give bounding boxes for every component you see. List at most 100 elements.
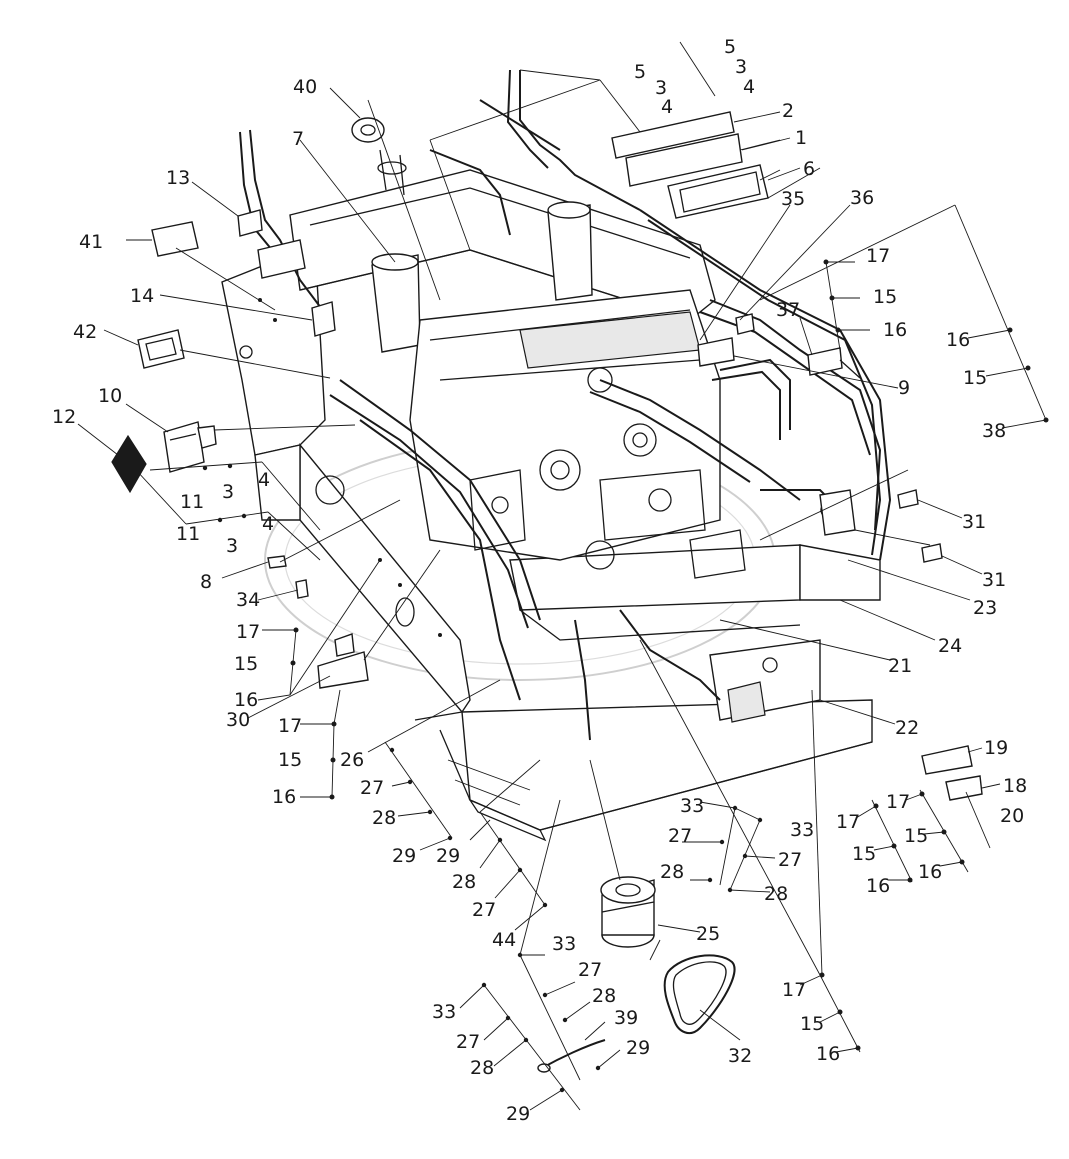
washer-part [351,117,385,143]
callout-41: 41 [79,231,103,253]
callout-24: 24 [938,635,962,657]
callout-16d: 16 [272,786,296,808]
callout-3c: 3 [222,481,234,503]
callout-16c: 16 [234,689,258,711]
callout-12: 12 [52,406,76,428]
callout-31a: 31 [962,511,986,533]
callout-23: 23 [973,597,997,619]
callout-4c: 4 [258,469,270,491]
callout-3: 3 [655,77,667,99]
callouts: 40 7 5 3 4 5 3 4 2 1 6 13 41 35 36 17 15… [52,36,1027,1125]
callout-14: 14 [130,285,154,307]
hoses [239,69,882,741]
callout-28e: 28 [592,985,616,1007]
cable-part [541,1039,606,1069]
callout-4: 4 [661,96,673,118]
callout-15e: 15 [852,843,876,865]
callout-27c: 27 [668,825,692,847]
callout-16b: 16 [946,329,970,351]
callout-28a: 28 [372,807,396,829]
callout-31b: 31 [982,569,1006,591]
callout-4b: 4 [743,76,755,98]
callout-4d: 4 [262,513,274,535]
callout-17a: 17 [866,245,890,267]
callout-10: 10 [98,385,122,407]
callout-42: 42 [73,321,97,343]
engine-mounts [371,149,593,353]
components [237,209,983,801]
callout-15f: 15 [904,825,928,847]
detached-parts [111,111,769,1073]
callout-16a: 16 [883,319,907,341]
callout-11a: 11 [180,491,204,513]
callout-18: 18 [1003,775,1027,797]
callout-7: 7 [292,128,304,150]
belt-part [663,954,736,1035]
callout-27b: 27 [472,899,496,921]
filter-element-part [625,133,743,187]
callout-25: 25 [696,923,720,945]
callout-19: 19 [984,737,1008,759]
callout-28f: 28 [470,1057,494,1079]
callout-11b: 11 [176,523,200,545]
gasket-part [137,329,185,369]
callout-17c: 17 [278,715,302,737]
callout-16g: 16 [816,1043,840,1065]
callout-5: 5 [634,61,646,83]
callout-15d: 15 [278,749,302,771]
callout-34: 34 [236,589,260,611]
callout-29d: 29 [506,1103,530,1125]
callout-33a: 33 [680,795,704,817]
callout-27a: 27 [360,777,384,799]
callout-37: 37 [776,299,800,321]
callout-44: 44 [492,929,516,951]
callout-17d: 17 [836,811,860,833]
callout-13: 13 [166,167,190,189]
filter-cover-part [611,111,735,159]
callout-36: 36 [850,187,874,209]
engine-block [409,289,746,579]
callout-32: 32 [728,1045,752,1067]
callout-3d: 3 [226,535,238,557]
filter-diamond-part [111,434,147,494]
callout-17e: 17 [886,791,910,813]
callout-33b: 33 [790,819,814,841]
callout-27f: 27 [456,1031,480,1053]
callout-33d: 33 [432,1001,456,1023]
callout-1: 1 [795,127,807,149]
callout-22: 22 [895,717,919,739]
callout-27e: 27 [578,959,602,981]
callout-33c: 33 [552,933,576,955]
callout-29c: 29 [626,1037,650,1059]
callout-6: 6 [803,158,815,180]
callout-9: 9 [898,377,910,399]
machine-frame [221,169,892,842]
callout-20: 20 [1000,805,1024,827]
callout-40: 40 [293,76,317,98]
callout-28c: 28 [660,861,684,883]
callout-30: 30 [226,709,250,731]
plate-part [151,221,199,257]
callout-15b: 15 [963,367,987,389]
callout-15c: 15 [234,653,258,675]
callout-26: 26 [340,749,364,771]
canister-part [600,876,656,948]
callout-29a: 29 [392,845,416,867]
callout-3b: 3 [735,56,747,78]
callout-17b: 17 [236,621,260,643]
callout-15g: 15 [800,1013,824,1035]
callout-38: 38 [982,420,1006,442]
callout-16f: 16 [918,861,942,883]
callout-5b: 5 [724,36,736,58]
callout-17f: 17 [782,979,806,1001]
leader-lines [77,41,1049,1111]
callout-35: 35 [781,188,805,210]
callout-2: 2 [782,100,794,122]
callout-15a: 15 [873,286,897,308]
callout-28b: 28 [452,871,476,893]
callout-29b: 29 [436,845,460,867]
callout-27d: 27 [778,849,802,871]
callout-21: 21 [888,655,912,677]
